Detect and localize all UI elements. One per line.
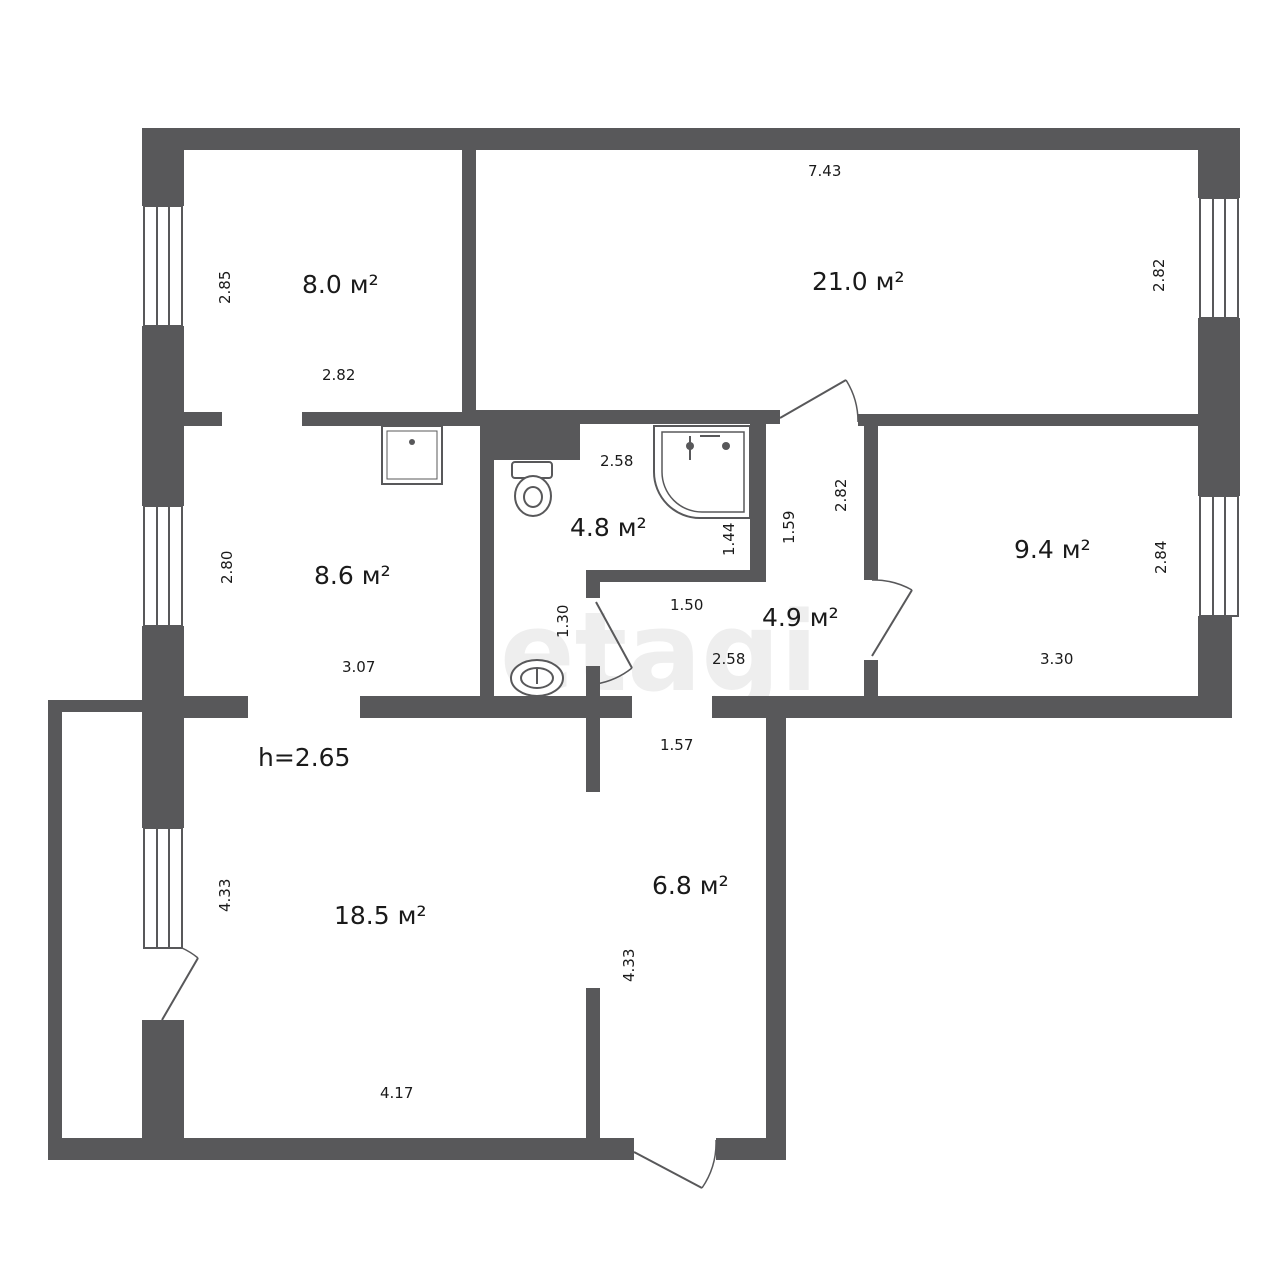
window-left-1 bbox=[143, 205, 183, 327]
stove-icon bbox=[381, 425, 443, 485]
door-balcony bbox=[161, 947, 199, 1021]
area-label-living-room-large: 21.0 м² bbox=[812, 267, 905, 296]
dim-label-hall-width: 1.57 bbox=[660, 736, 693, 754]
area-label-hall: 6.8 м² bbox=[652, 871, 729, 900]
area-label-living-room: 18.5 м² bbox=[334, 901, 427, 930]
door-entrance bbox=[633, 1139, 717, 1189]
door-room-9-4 bbox=[871, 579, 913, 657]
dim-label-corridor-depth-right: 2.82 bbox=[832, 479, 850, 512]
windows bbox=[53, 197, 1239, 1138]
dim-label-bedroom-right-depth: 2.84 bbox=[1152, 541, 1170, 574]
dim-label-bathroom-height-right: 1.44 bbox=[720, 523, 738, 556]
dim-label-living-room-depth: 4.33 bbox=[216, 879, 234, 912]
dim-label-room-left-depth: 2.80 bbox=[218, 551, 236, 584]
door-room-21 bbox=[779, 379, 859, 423]
dim-label-room-left-width: 3.07 bbox=[342, 658, 375, 676]
window-right-1 bbox=[1199, 197, 1239, 319]
area-label-bathroom: 4.8 м² bbox=[570, 513, 647, 542]
door-bathroom bbox=[595, 601, 633, 685]
dim-label-bathroom-height-left: 1.30 bbox=[554, 605, 572, 638]
sink-icon bbox=[510, 659, 564, 697]
area-label-room-left: 8.6 м² bbox=[314, 561, 391, 590]
walls bbox=[48, 128, 1240, 1160]
dim-label-hall-depth: 4.33 bbox=[620, 949, 638, 982]
window-left-3 bbox=[143, 827, 183, 949]
dim-label-bedroom-right-width: 3.30 bbox=[1040, 650, 1073, 668]
toilet-icon bbox=[511, 461, 553, 517]
ceiling-height-label: h=2.65 bbox=[258, 743, 350, 772]
dim-label-living-room-large-width: 7.43 bbox=[808, 162, 841, 180]
window-left-2 bbox=[143, 505, 183, 627]
shower-tray-icon bbox=[653, 425, 751, 519]
area-label-bedroom-right: 9.4 м² bbox=[1014, 535, 1091, 564]
dim-label-corridor-width-bottom: 2.58 bbox=[712, 650, 745, 668]
fixtures bbox=[381, 425, 751, 697]
area-label-corridor: 4.9 м² bbox=[762, 603, 839, 632]
dim-label-bedroom-small-depth: 2.85 bbox=[216, 271, 234, 304]
window-right-2 bbox=[1199, 495, 1239, 617]
dim-label-bedroom-small-width: 2.82 bbox=[322, 366, 355, 384]
dim-label-corridor-depth-left: 1.59 bbox=[780, 511, 798, 544]
dim-label-bathroom-width: 2.58 bbox=[600, 452, 633, 470]
area-label-bedroom-small: 8.0 м² bbox=[302, 270, 379, 299]
dim-label-corridor-width-top: 1.50 bbox=[670, 596, 703, 614]
dim-label-living-room-large-depth: 2.82 bbox=[1150, 259, 1168, 292]
watermark: etagi bbox=[500, 588, 818, 716]
dim-label-living-room-width: 4.17 bbox=[380, 1084, 413, 1102]
doors bbox=[161, 379, 913, 1189]
